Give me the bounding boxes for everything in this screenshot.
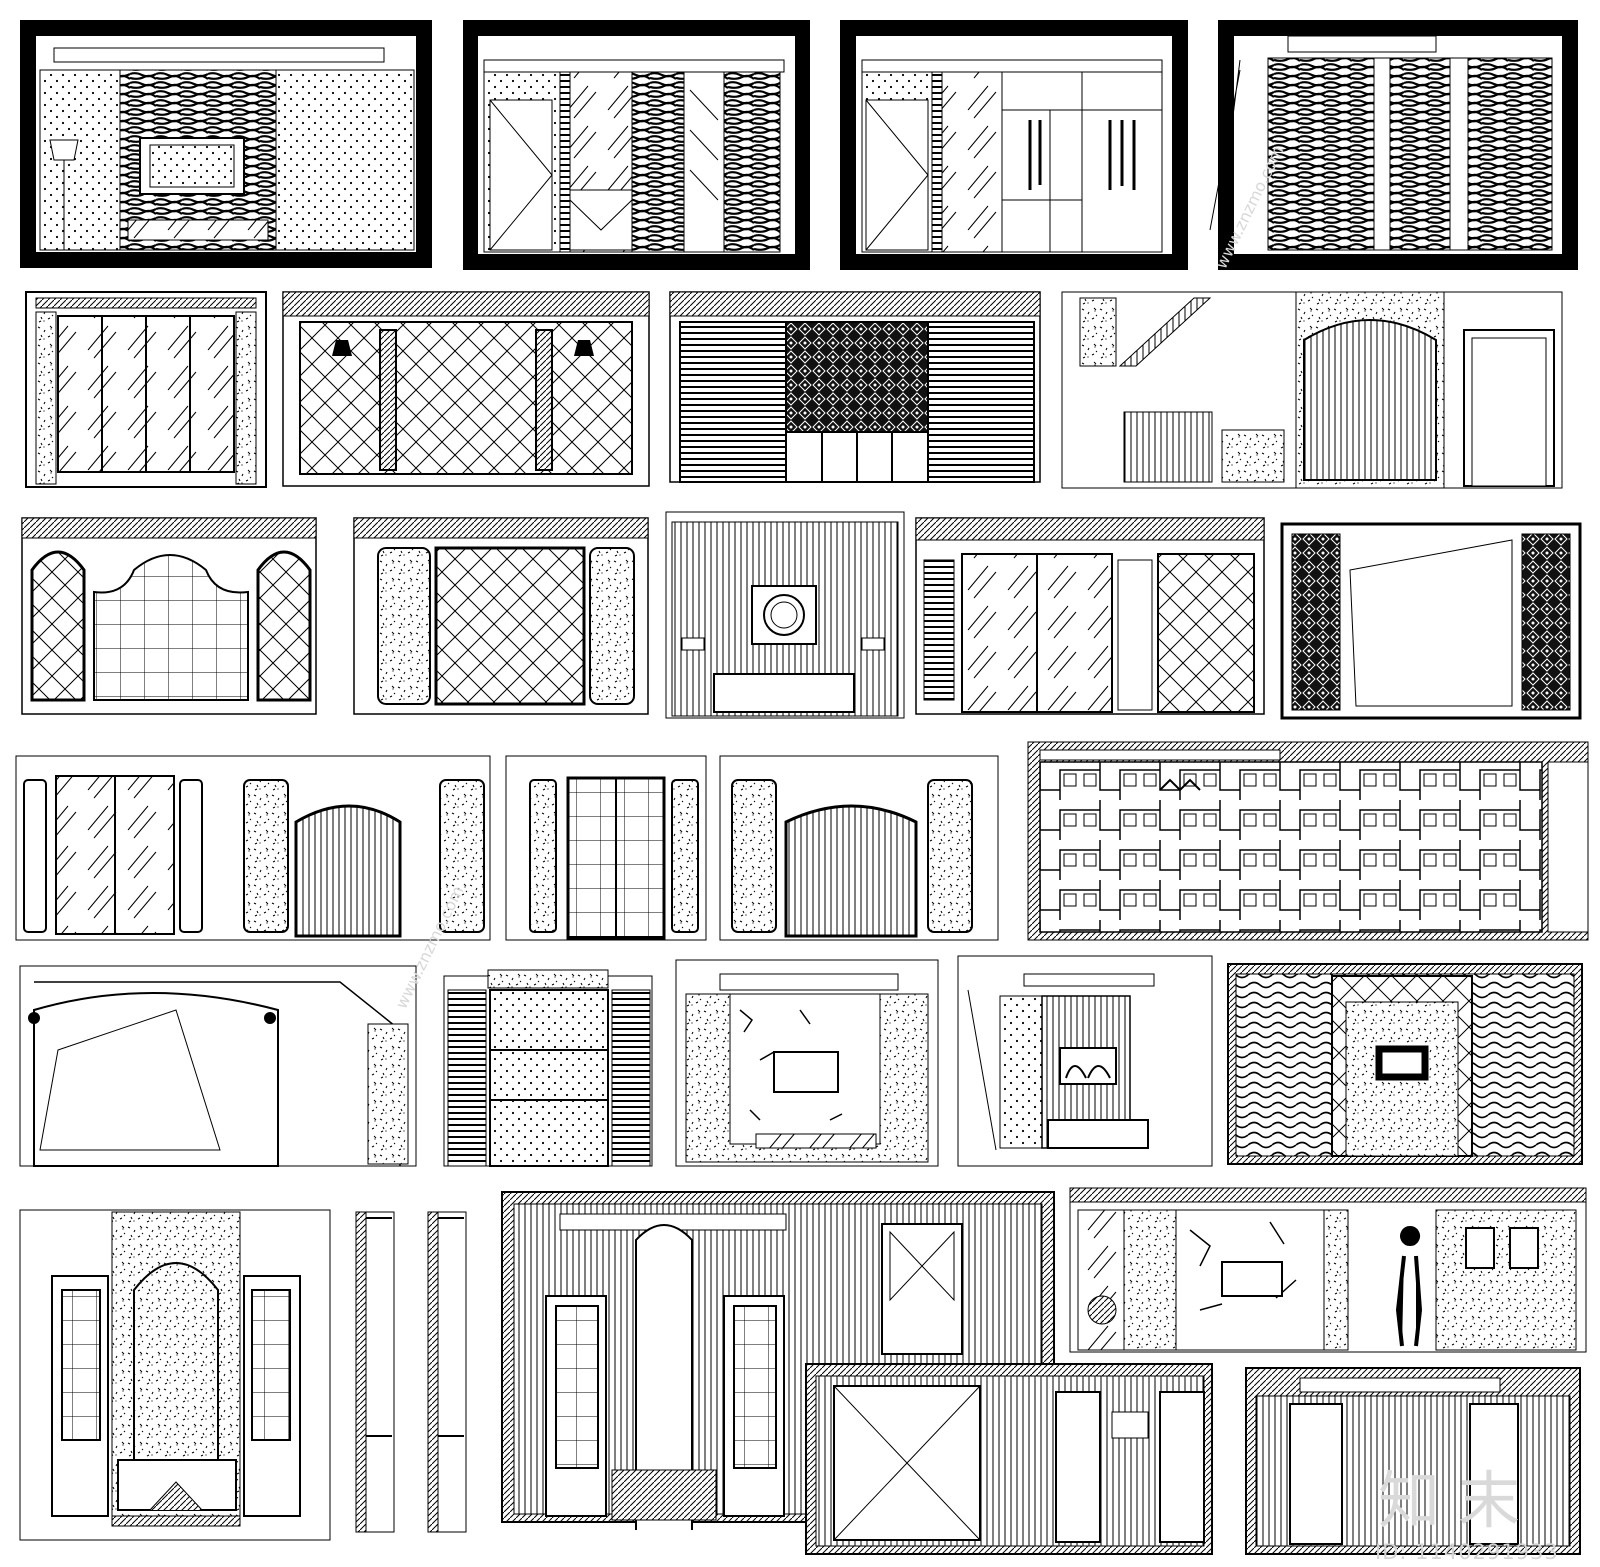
- bookshelf-wall-elevation: [669, 291, 1041, 483]
- marble-tv-wall-elevation: [675, 959, 939, 1167]
- living-room-tv-wall-elevation: [20, 20, 432, 268]
- bedroom-wall-elevation: [665, 511, 905, 719]
- arched-headboard-wall-elevation: [21, 517, 317, 715]
- fireplace-wall-elevation: [19, 1209, 331, 1541]
- vaulted-wall-elevation: [19, 965, 417, 1167]
- entrance-shoe-cabinet-elevation: [463, 20, 810, 270]
- tufted-panel-wall-elevation: [443, 969, 653, 1167]
- hall-wall-elevation: [805, 1363, 1213, 1555]
- wall-section-a: [355, 1211, 395, 1533]
- corridor-wall-elevation-c: [719, 755, 999, 941]
- diamond-panel-wall-elevation: [353, 517, 649, 715]
- corner-door-wall-elevation: [1245, 1367, 1581, 1555]
- wave-panel-wall-elevation: [1227, 963, 1583, 1165]
- quilted-headboard-wall-elevation: [282, 291, 650, 487]
- wood-veneer-wall-elevation: [1209, 20, 1578, 270]
- striped-bedroom-wall-elevation: [957, 955, 1213, 1167]
- stone-pattern-wall-elevation: [1027, 741, 1589, 941]
- wall-section-b: [427, 1211, 467, 1533]
- watermark-id: ID: 1140291933: [1375, 1540, 1559, 1564]
- damask-panel-wall-elevation: [1280, 522, 1582, 720]
- sliding-wardrobe-elevation: [915, 517, 1265, 715]
- staircase-and-arched-door-elevation: [1061, 291, 1563, 489]
- watermark-logo: 知末: [1378, 1464, 1539, 1537]
- sliding-door-elevation: [25, 291, 267, 488]
- corridor-wall-elevation-a: [15, 755, 491, 941]
- corridor-wall-elevation-b: [505, 755, 707, 941]
- marble-living-room-elevation: [1069, 1187, 1587, 1353]
- dining-room-elevation: [501, 1191, 1055, 1530]
- wardrobe-elevation: [840, 20, 1188, 270]
